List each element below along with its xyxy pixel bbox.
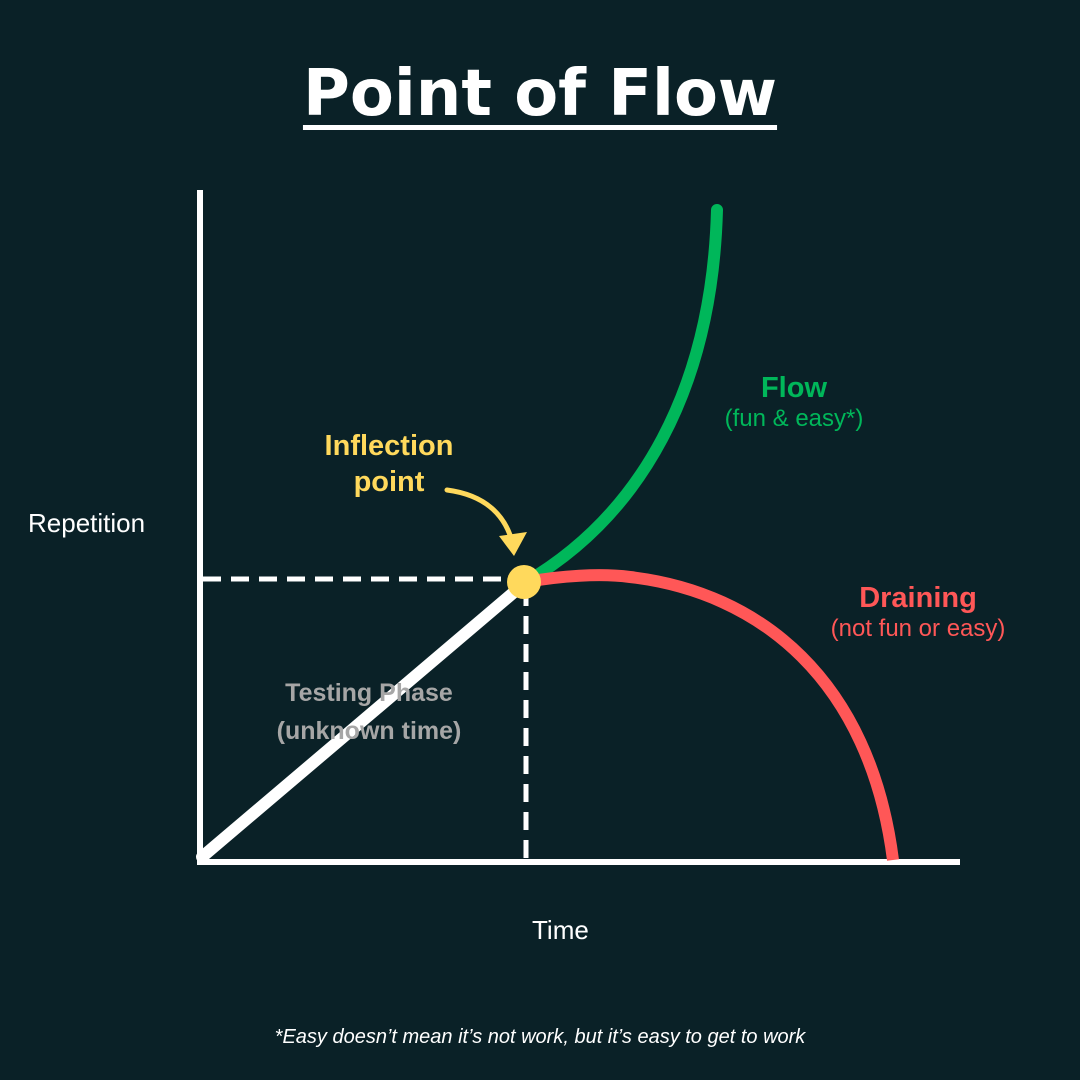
draining-subtitle: (not fun or easy) [830,615,1006,642]
testing-phase-line2: (unknown time) [276,717,462,745]
inflection-arrow-head [499,532,527,556]
inflection-label: Inflection point [300,428,478,500]
flow-title: Flow [760,372,828,404]
page-title: Point of Flow [0,52,1080,136]
flow-subtitle: (fun & easy*) [724,405,864,432]
flow-curve [520,204,723,588]
inflection-label-line2: point [353,466,425,498]
draining-label: Draining (not fun or easy) [800,582,1036,643]
footnote: *Easy doesn’t mean it’s not work, but it… [274,1026,806,1048]
x-axis-label: Time [532,915,589,945]
title-text: Point of Flow [302,57,778,131]
draining-curve [524,569,899,861]
draining-title: Draining [859,582,977,614]
testing-phase-line1: Testing Phase [285,679,453,707]
inflection-point-marker [507,565,541,599]
inflection-label-line1: Inflection [324,430,454,462]
testing-phase-label: Testing Phase (unknown time) [254,674,484,750]
flow-label: Flow (fun & easy*) [694,372,894,433]
testing-phase-line [196,576,532,863]
y-axis-label: Repetition [28,508,146,538]
